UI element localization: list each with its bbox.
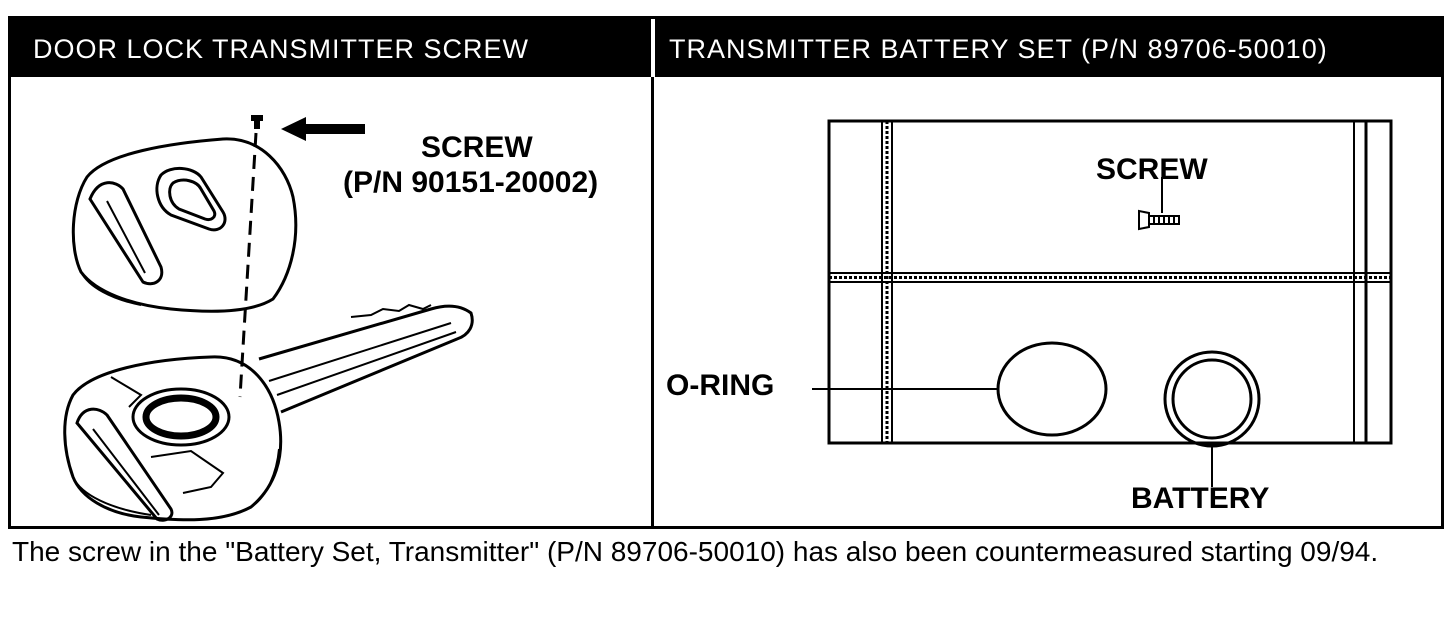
header-bar: DOOR LOCK TRANSMITTER SCREW TRANSMITTER …	[11, 19, 1441, 77]
battery-label: BATTERY	[1131, 482, 1270, 515]
screw-part-number: (P/N 90151-20002)	[343, 166, 599, 199]
caption-text: The screw in the "Battery Set, Transmitt…	[12, 536, 1379, 567]
key-blade	[258, 303, 474, 414]
small-screw-icon	[1138, 209, 1180, 231]
right-panel: SCREW O-RING BATTERY	[654, 77, 1441, 529]
diagram-frame: DOOR LOCK TRANSMITTER SCREW TRANSMITTER …	[8, 16, 1444, 529]
panel-divider	[651, 77, 654, 529]
battery-icon	[1163, 350, 1261, 448]
battery-set-illustration	[812, 119, 1393, 487]
key-head	[63, 355, 283, 522]
key-illustration	[63, 115, 474, 522]
right-panel-title: TRANSMITTER BATTERY SET (P/N 89706-50010…	[669, 34, 1328, 64]
o-ring-label: O-RING	[666, 369, 775, 402]
left-panel-title: DOOR LOCK TRANSMITTER SCREW	[33, 34, 530, 64]
transmitter-cover	[71, 137, 298, 313]
dashed-guide-line	[238, 132, 258, 398]
battery-set-screw-label: SCREW	[1096, 153, 1208, 186]
arrow-icon	[281, 117, 365, 141]
o-ring-icon	[996, 341, 1108, 437]
left-panel: SCREW (P/N 90151-20002)	[11, 77, 651, 529]
header-divider	[651, 19, 655, 77]
screw-label: SCREW	[421, 131, 533, 164]
screw-icon	[251, 115, 263, 129]
